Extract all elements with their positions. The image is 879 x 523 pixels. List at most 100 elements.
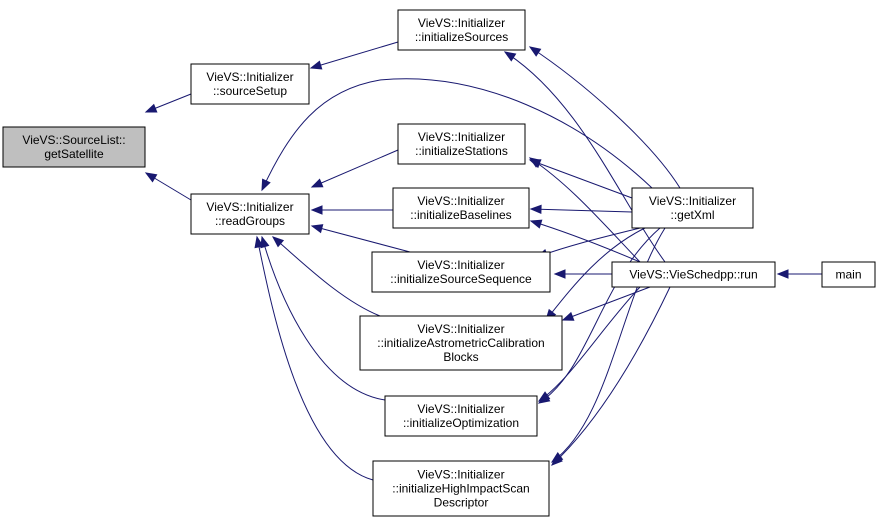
edge-arrowhead [553, 269, 566, 279]
edge-line [530, 208, 633, 213]
node-initializeSources[interactable]: VieVS::Initializer::initializeSources [397, 9, 526, 51]
nodes-layer: VieVS::SourceList::getSatelliteVieVS::In… [2, 9, 876, 517]
edge-arrowhead [551, 454, 563, 466]
node-label-line: ::sourceSetup [213, 84, 287, 98]
edge-main-to-run [776, 269, 822, 279]
node-box [190, 193, 310, 235]
edge-getXml-to-initializeBaselines [529, 204, 633, 215]
node-getSatellite: VieVS::SourceList::getSatellite [2, 126, 146, 168]
edge-getXml-to-initializeSourceSequence [535, 227, 641, 258]
node-label-line: ::initializeBaselines [410, 208, 511, 222]
edge-arrowhead [261, 178, 271, 192]
edge-arrowhead [529, 219, 543, 229]
node-label-line: VieVS::Initializer [206, 70, 293, 84]
edge-line [261, 236, 386, 401]
edge-sourceSetup-to-getSatellite [144, 93, 192, 113]
node-getXml[interactable]: VieVS::Initializer::getXml [631, 187, 754, 229]
edge-line [562, 286, 651, 321]
node-box [821, 261, 876, 288]
edge-getXml-to-readGroups [261, 78, 653, 192]
node-initializeOptimization[interactable]: VieVS::Initializer::initializeOptimizati… [384, 395, 538, 437]
edge-arrowhead [776, 269, 789, 279]
node-box [397, 123, 526, 165]
node-main[interactable]: main [821, 261, 876, 288]
edge-initializeBaselines-to-readGroups [310, 205, 393, 215]
edge-arrowhead [537, 391, 551, 402]
edge-run-to-initializeStations [528, 157, 641, 263]
edge-line [504, 51, 666, 263]
edge-arrowhead [271, 236, 285, 248]
edge-getXml-to-initializeSources [528, 46, 681, 189]
edge-arrowhead [503, 51, 517, 62]
node-label-line: ::initializeStations [415, 144, 508, 158]
node-initializeAstrometricCalibrationBlocks[interactable]: VieVS::Initializer::initializeAstrometri… [359, 315, 563, 371]
edge-initializeSources-to-sourceSetup [309, 41, 399, 70]
edge-initializeAstrometricCalibrationBlocks-to-readGroups [271, 236, 381, 317]
node-label-line: Descriptor [434, 496, 489, 510]
node-label-line: VieVS::Initializer [417, 322, 504, 336]
edge-run-to-initializeSourceSequence [553, 269, 612, 279]
node-box [190, 63, 310, 105]
node-label-line: ::getXml [670, 208, 714, 222]
edge-arrowhead [310, 178, 324, 188]
node-label-line: ::initializeSources [415, 30, 508, 44]
node-label-line: VieVS::Initializer [417, 258, 504, 272]
node-box [392, 187, 530, 229]
edge-run-to-initializeAstrometricCalibrationBlocks [561, 286, 651, 321]
edge-readGroups-to-getSatellite [144, 172, 192, 201]
edge-run-to-initializeOptimization [537, 286, 641, 402]
edge-line [538, 227, 661, 404]
node-box [384, 395, 538, 437]
edge-line [529, 46, 681, 189]
node-label-line: main [835, 268, 861, 282]
node-label-line: ::readGroups [215, 214, 285, 228]
node-initializeSourceSequence[interactable]: VieVS::Initializer::initializeSourceSequ… [371, 251, 551, 293]
node-readGroups[interactable]: VieVS::Initializer::readGroups [190, 193, 310, 235]
edge-arrowhead [310, 224, 324, 234]
node-label-line: VieVS::SourceList:: [22, 133, 125, 147]
edge-line [536, 227, 641, 258]
edge-line [545, 227, 646, 321]
node-box [631, 187, 754, 229]
edge-arrowhead [144, 103, 158, 113]
node-initializeBaselines[interactable]: VieVS::Initializer::initializeBaselines [392, 187, 530, 229]
node-box [359, 315, 563, 371]
edge-run-to-initializeSources [503, 51, 666, 263]
edge-line [261, 78, 653, 191]
node-run[interactable]: VieVS::VieSchedpp::run [611, 261, 776, 288]
node-label-line: VieVS::Initializer [417, 468, 504, 482]
edge-line [310, 41, 399, 69]
node-label-line: ::initializeSourceSequence [390, 272, 532, 286]
edge-line [551, 227, 666, 463]
node-initializeHighImpactScanDescriptor[interactable]: VieVS::Initializer::initializeHighImpact… [372, 460, 550, 517]
edge-line [529, 159, 633, 199]
node-box [372, 460, 550, 517]
edge-line [272, 236, 381, 317]
edge-arrowhead [144, 172, 158, 183]
node-sourceSetup[interactable]: VieVS::Initializer::sourceSetup [190, 63, 310, 105]
node-label-line: VieVS::VieSchedpp::run [629, 268, 757, 282]
edge-run-to-initializeBaselines [529, 219, 641, 263]
edge-initializeStations-to-readGroups [310, 149, 399, 188]
node-label-line: VieVS::Initializer [417, 194, 504, 208]
node-initializeStations[interactable]: VieVS::Initializer::initializeStations [397, 123, 526, 165]
edge-line [256, 236, 374, 481]
node-label-line: VieVS::Initializer [206, 200, 293, 214]
node-label-line: getSatellite [44, 147, 104, 161]
edge-initializeSourceSequence-to-readGroups [310, 224, 411, 253]
edge-line [311, 225, 411, 253]
edge-arrowhead [528, 157, 542, 168]
node-label-line: VieVS::Initializer [418, 16, 505, 30]
edge-line [529, 157, 641, 263]
edges-layer [144, 41, 822, 481]
edge-arrowhead [529, 204, 542, 215]
edge-line [311, 149, 399, 188]
edge-line [551, 286, 671, 466]
edge-getXml-to-initializeStations [528, 159, 633, 199]
edge-arrowhead [254, 235, 264, 249]
node-box [371, 251, 551, 293]
node-box [397, 9, 526, 51]
node-label-line: Blocks [443, 350, 478, 364]
node-label-line: ::initializeOptimization [403, 416, 519, 430]
